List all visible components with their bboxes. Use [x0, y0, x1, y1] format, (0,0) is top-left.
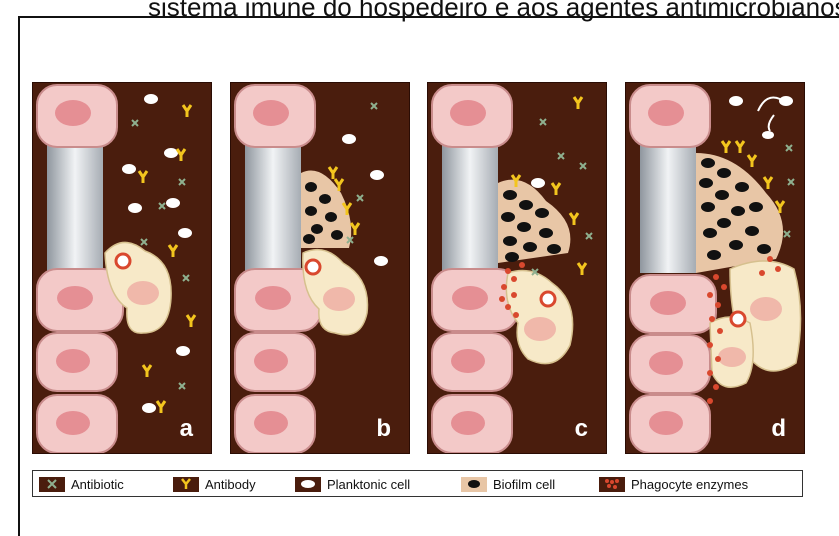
implant-surface [442, 143, 498, 273]
implant-surface [47, 143, 103, 273]
panel-a: a [32, 82, 212, 454]
legend-planktonic: Planktonic cell [295, 475, 410, 493]
panel-label-a: a [180, 415, 193, 443]
planktonic-cells [729, 96, 793, 139]
legend: Antibiotic Antibody Planktonic cell Biof… [32, 470, 803, 497]
antibiotics [784, 145, 794, 237]
legend-biofilm: Biofilm cell [461, 475, 555, 493]
legend-antibiotic-label: Antibiotic [71, 477, 124, 492]
panel-b: b [230, 82, 410, 454]
panel-a-illustration [33, 83, 212, 454]
legend-enzymes: Phagocyte enzymes [599, 475, 748, 493]
planktonic-cell-icon [295, 477, 321, 492]
panel-d: d [625, 82, 805, 454]
panel-label-b: b [376, 415, 391, 443]
biofilm-cell-icon [461, 477, 487, 492]
panel-label-c: c [575, 415, 588, 443]
panel-d-illustration [626, 83, 805, 454]
arrow-icon [758, 98, 780, 112]
panel-c: c [427, 82, 607, 454]
panel-c-illustration [428, 83, 607, 454]
legend-enzymes-label: Phagocyte enzymes [631, 477, 748, 492]
arrow-icon-2 [769, 115, 774, 131]
implant-surface [245, 143, 301, 273]
legend-antibody: Antibody [173, 475, 256, 493]
legend-biofilm-label: Biofilm cell [493, 477, 555, 492]
legend-antibiotic: Antibiotic [39, 475, 124, 493]
legend-antibody-label: Antibody [205, 477, 256, 492]
planktonic-cells [531, 178, 545, 188]
antibiotic-icon [39, 477, 65, 492]
panel-b-illustration [231, 83, 410, 454]
legend-planktonic-label: Planktonic cell [327, 477, 410, 492]
panel-label-d: d [771, 415, 786, 443]
implant-surface [640, 143, 696, 273]
enzyme-icon [599, 477, 625, 492]
antibody-icon [173, 477, 199, 492]
